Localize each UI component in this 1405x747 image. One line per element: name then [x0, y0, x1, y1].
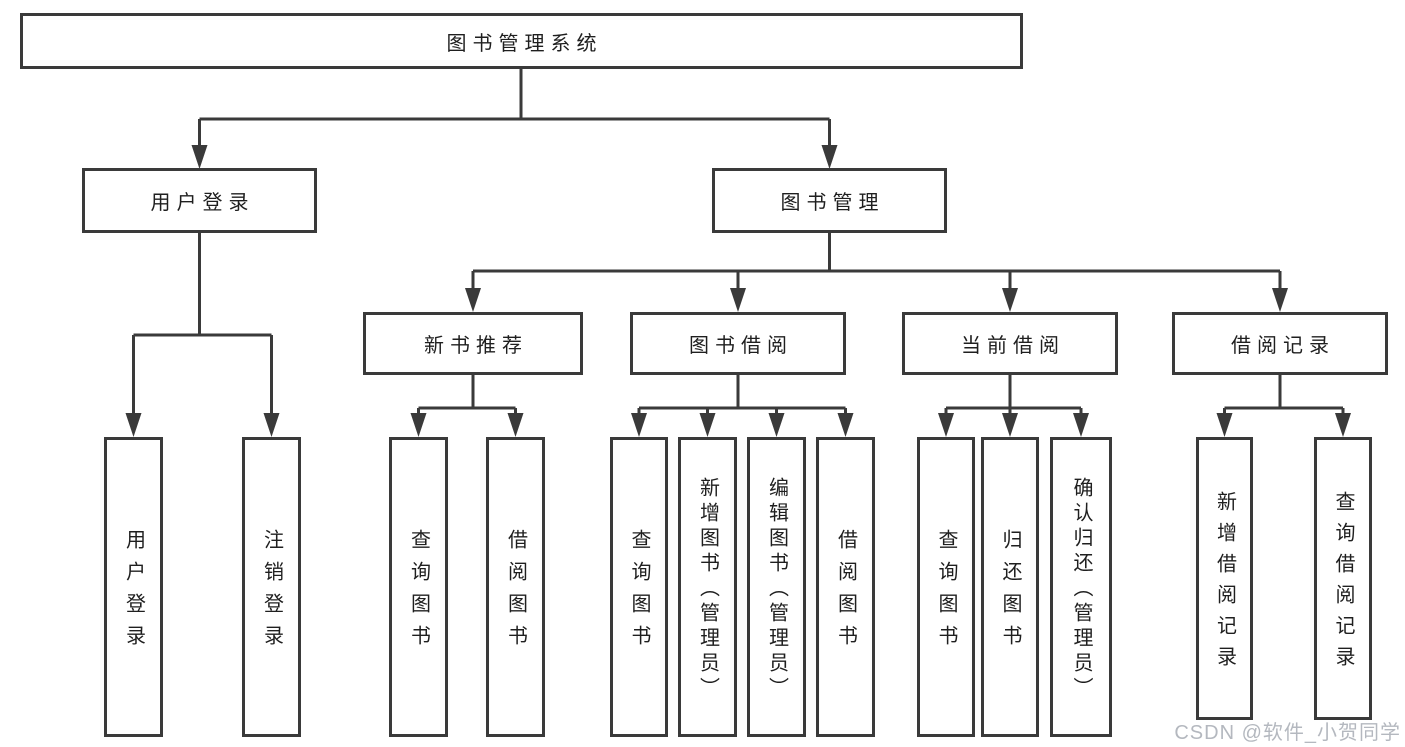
node-current-borrow: 当前借阅	[902, 312, 1118, 375]
leaf-edit-book-admin: 编辑图书（管理员）	[747, 437, 806, 737]
node-library-system: 图书管理系统	[20, 13, 1023, 69]
node-book-management: 图书管理	[712, 168, 947, 233]
node-book-borrow: 图书借阅	[630, 312, 846, 375]
leaf-query-book-borrow: 查询图书	[610, 437, 668, 737]
leaf-add-book-admin: 新增图书（管理员）	[678, 437, 737, 737]
leaf-add-borrow-record: 新增借阅记录	[1196, 437, 1253, 720]
node-new-book-recommend: 新书推荐	[363, 312, 583, 375]
leaf-confirm-return-admin: 确认归还（管理员）	[1050, 437, 1112, 737]
leaf-borrow-book-recommend: 借阅图书	[486, 437, 545, 737]
leaf-user-login: 用户登录	[104, 437, 163, 737]
node-user-login: 用户登录	[82, 168, 317, 233]
leaf-query-book-current: 查询图书	[917, 437, 975, 737]
leaf-logout: 注销登录	[242, 437, 301, 737]
leaf-query-borrow-record: 查询借阅记录	[1314, 437, 1372, 720]
leaf-borrow-book: 借阅图书	[816, 437, 875, 737]
node-borrow-records: 借阅记录	[1172, 312, 1388, 375]
leaf-return-book: 归还图书	[981, 437, 1039, 737]
watermark-csdn: CSDN @软件_小贺同学	[1174, 722, 1401, 744]
leaf-query-book-recommend: 查询图书	[389, 437, 448, 737]
